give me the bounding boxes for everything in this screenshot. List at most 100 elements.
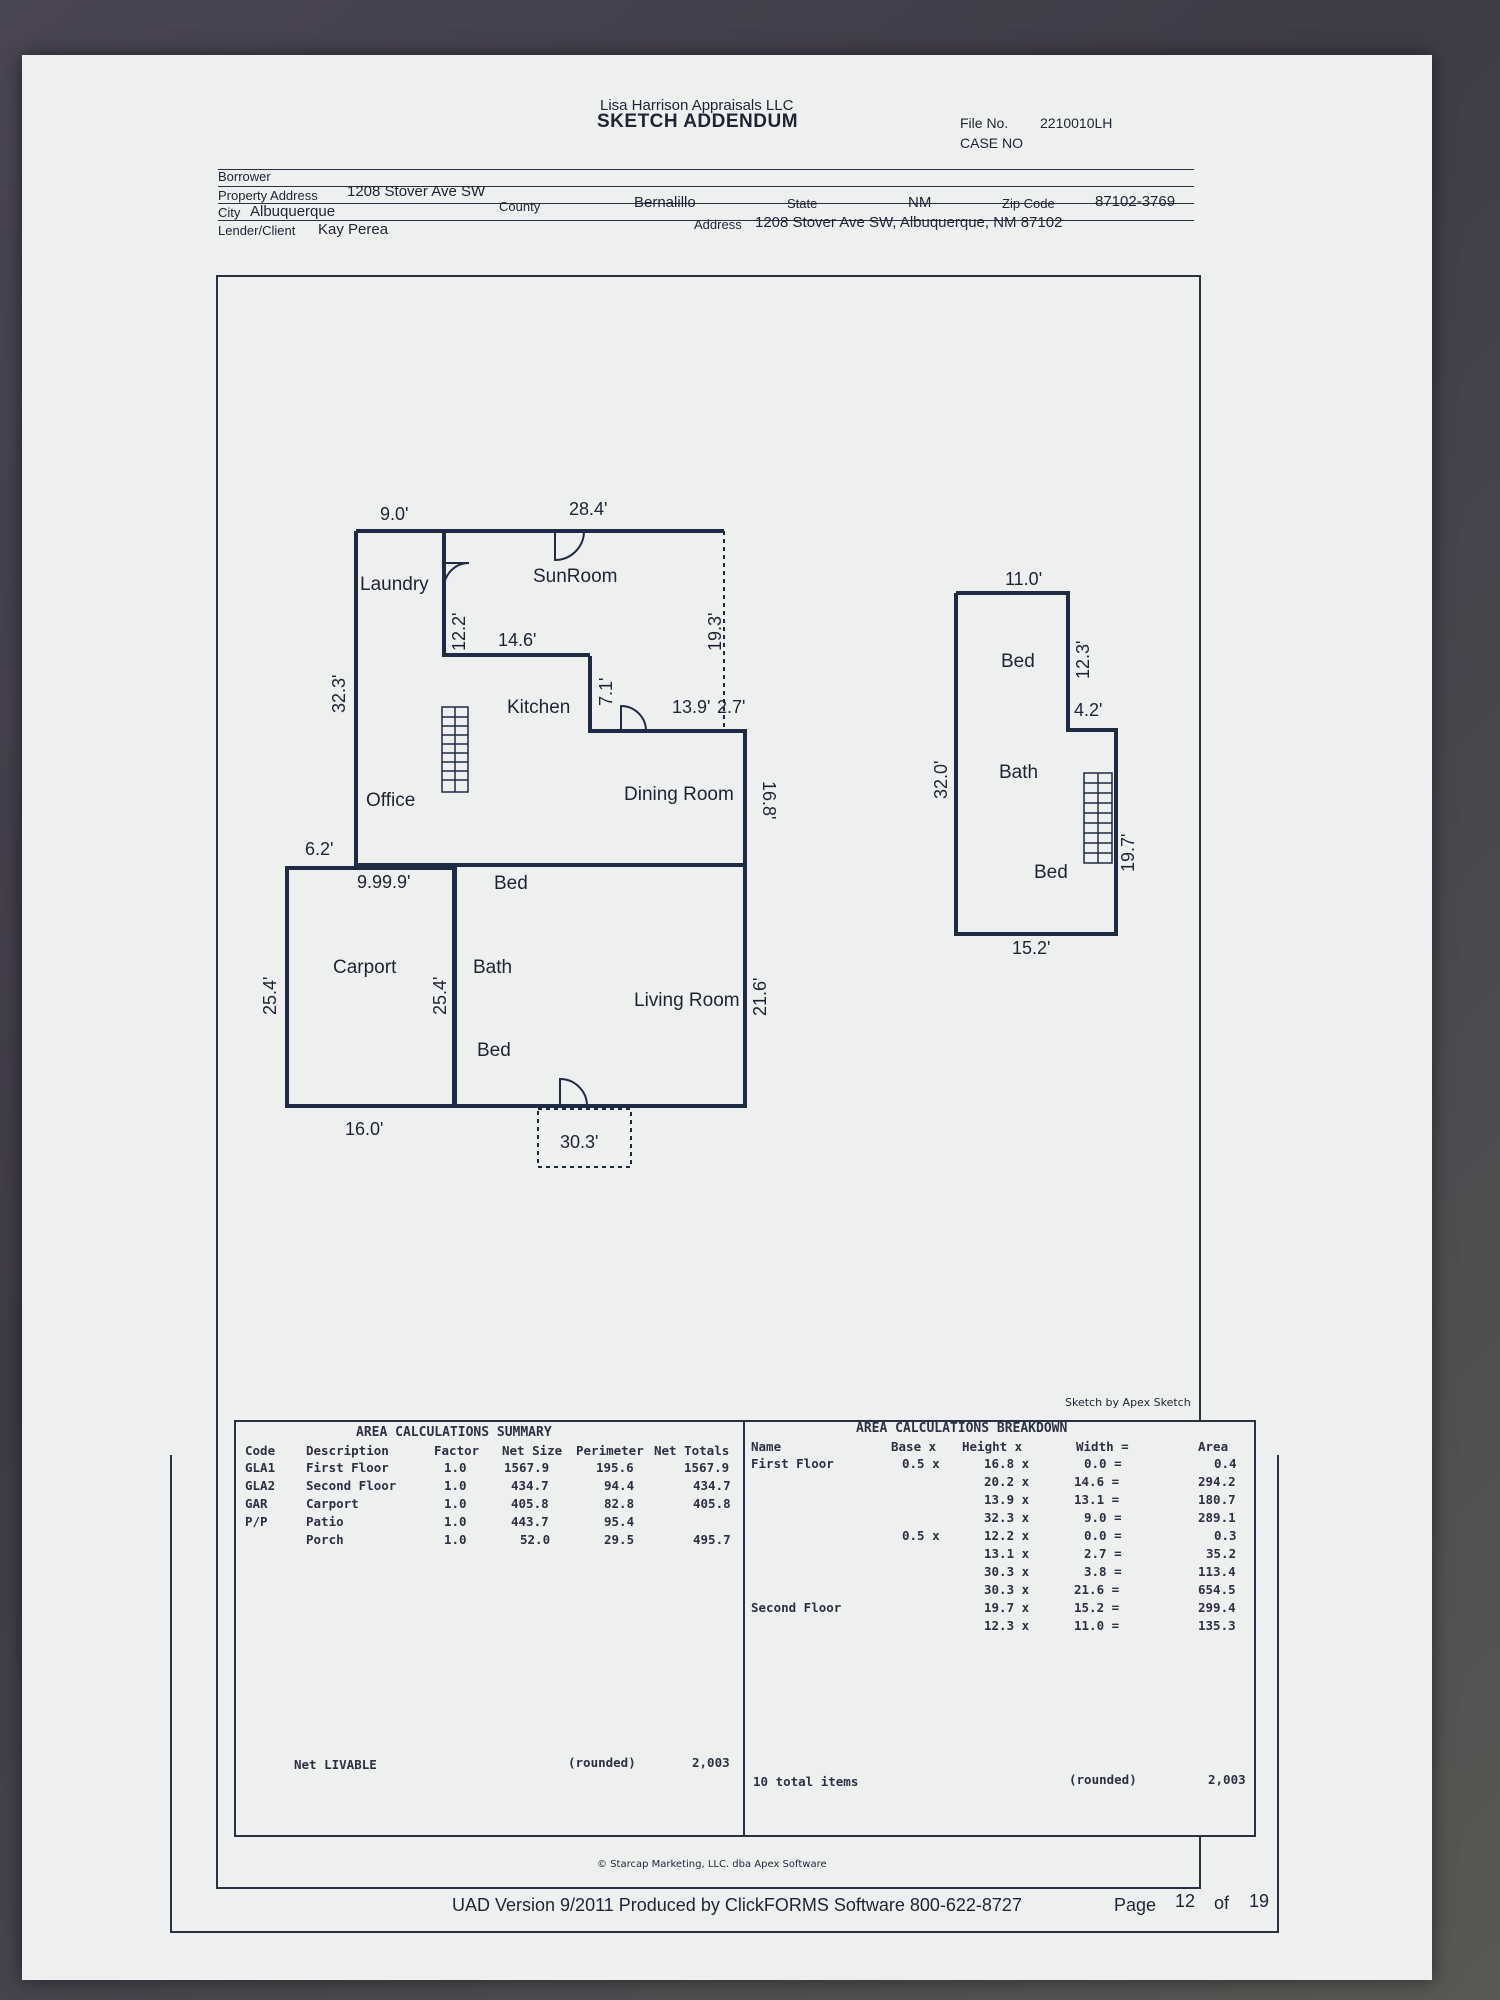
room-bed-2: Bed xyxy=(477,1040,511,1061)
summary-row-factor: 1.0 xyxy=(444,1478,467,1493)
file-no-label: File No. xyxy=(960,115,1009,131)
dim-sf-step: 4.2' xyxy=(1074,700,1102,720)
summary-row-netsize: 52.0 xyxy=(520,1532,551,1547)
zip-label: Zip Code xyxy=(1002,196,1055,211)
county-label: County xyxy=(499,199,541,214)
breakdown-row-height: 30.3 x xyxy=(984,1582,1030,1597)
dim-left-wall: 32.3' xyxy=(329,675,349,713)
breakdown-row-height: 13.9 x xyxy=(984,1492,1030,1507)
breakdown-row-name: Second Floor xyxy=(751,1600,842,1615)
address-label: Address xyxy=(694,217,742,232)
breakdown-row-width: 21.6 = xyxy=(1074,1582,1120,1597)
summary-header-netsize: Net Size xyxy=(502,1443,563,1458)
dim-sf-right: 19.7' xyxy=(1118,834,1138,872)
sketch-frame xyxy=(216,275,1201,1889)
summary-row-perimeter: 94.4 xyxy=(604,1478,635,1493)
breakdown-header-base: Base x xyxy=(891,1439,937,1454)
dim-sf-left: 32.0' xyxy=(931,761,951,799)
summary-row-code: GAR xyxy=(245,1496,268,1511)
net-livable-total: 2,003 xyxy=(692,1755,730,1770)
dim-laundry: 12.2' xyxy=(449,613,469,651)
net-livable-label: Net LIVABLE xyxy=(294,1757,377,1772)
breakdown-header-height: Height x xyxy=(962,1439,1023,1454)
dim-dining-side: 16.8' xyxy=(759,781,779,819)
room-sunroom: SunRoom xyxy=(533,566,618,587)
dim-step: 2.7' xyxy=(717,697,745,717)
state-label: State xyxy=(787,196,818,211)
breakdown-total: 2,003 xyxy=(1208,1772,1246,1787)
total-pages: 19 xyxy=(1249,1891,1270,1911)
dim-sf-bottom: 15.2' xyxy=(1012,938,1050,958)
room-office: Office xyxy=(366,790,415,811)
stairs-second xyxy=(1083,772,1113,864)
door-front xyxy=(559,1077,588,1107)
breakdown-row-width: 2.7 = xyxy=(1084,1546,1122,1561)
second-floor-outline xyxy=(954,591,1118,936)
porch-outline xyxy=(537,1108,632,1168)
breakdown-row-height: 13.1 x xyxy=(984,1546,1030,1561)
county-value: Bernalillo xyxy=(634,194,696,211)
breakdown-row-width: 11.0 = xyxy=(1074,1618,1120,1633)
summary-row-nettotal: 434.7 xyxy=(693,1478,731,1493)
dim-sunroom-side: 19.3' xyxy=(705,613,725,651)
sketch-addendum-page: Lisa Harrison Appraisals LLC SKETCH ADDE… xyxy=(22,55,1432,1980)
lender-label: Lender/Client xyxy=(218,223,296,238)
room-bed-3: Bed xyxy=(1001,651,1035,672)
summary-title: AREA CALCULATIONS SUMMARY xyxy=(356,1425,552,1440)
page-number: 12 xyxy=(1175,1891,1196,1911)
dim-carport-bottom: 16.0' xyxy=(345,1119,383,1139)
summary-header-perimeter: Perimeter xyxy=(576,1443,644,1458)
summary-header-factor: Factor xyxy=(434,1443,480,1458)
room-living: Living Room xyxy=(634,990,740,1011)
outer-frame xyxy=(170,1455,1279,1933)
summary-row-description: First Floor xyxy=(306,1460,389,1475)
company-name: Lisa Harrison Appraisals LLC xyxy=(600,97,794,114)
room-bed-1: Bed xyxy=(494,873,528,894)
breakdown-row-area: 180.7 xyxy=(1198,1492,1236,1507)
rule-4 xyxy=(218,220,1194,221)
breakdown-row-width: 13.1 = xyxy=(1074,1492,1120,1507)
room-laundry: Laundry xyxy=(360,574,429,595)
dim-sf-step-side: 12.3' xyxy=(1073,641,1093,679)
dim-carport-left: 25.4' xyxy=(260,977,280,1015)
sketch-credit: Sketch by Apex Sketch xyxy=(1065,1396,1191,1409)
room-bed-4: Bed xyxy=(1034,862,1068,883)
breakdown-header-width: Width = xyxy=(1076,1439,1129,1454)
file-no-value: 2210010LH xyxy=(1040,115,1113,131)
summary-header-code: Code xyxy=(245,1443,276,1458)
breakdown-row-name: First Floor xyxy=(751,1456,834,1471)
zip-value: 87102-3769 xyxy=(1095,193,1176,210)
dim-carport-top: 9.99.9' xyxy=(357,872,410,892)
table-divider xyxy=(743,1422,745,1835)
summary-row-factor: 1.0 xyxy=(444,1496,467,1511)
state-value: NM xyxy=(908,194,932,211)
rule-2 xyxy=(218,186,1194,187)
summary-rounded-label: (rounded) xyxy=(568,1755,636,1770)
room-dining: Dining Room xyxy=(624,784,734,805)
breakdown-items-count: 10 total items xyxy=(753,1774,859,1789)
breakdown-row-height: 12.3 x xyxy=(984,1618,1030,1633)
address-value: 1208 Stover Ave SW, Albuquerque, NM 8710… xyxy=(755,214,1063,231)
house-right-wall xyxy=(588,656,747,865)
breakdown-row-area: 294.2 xyxy=(1198,1474,1236,1489)
floor-plan: Laundry SunRoom Kitchen Office Dining Ro… xyxy=(260,499,1138,1168)
dim-kitchen-top: 14.6' xyxy=(498,630,536,650)
door-sunroom xyxy=(554,530,585,562)
summary-row-description: Carport xyxy=(306,1496,359,1511)
dim-dining-top: 13.9' xyxy=(672,697,710,717)
summary-row-nettotal: 405.8 xyxy=(693,1496,731,1511)
room-kitchen: Kitchen xyxy=(507,697,570,718)
carport-outline xyxy=(285,866,457,1108)
breakdown-row-height: 19.7 x xyxy=(984,1600,1030,1615)
summary-header-description: Description xyxy=(306,1443,389,1458)
breakdown-row-width: 0.0 = xyxy=(1084,1528,1122,1543)
summary-row-perimeter: 195.6 xyxy=(596,1460,634,1475)
interior-laundry-wall xyxy=(442,531,590,657)
summary-row-nettotal: 495.7 xyxy=(693,1532,731,1547)
breakdown-row-height: 12.2 x xyxy=(984,1528,1030,1543)
breakdown-row-width: 14.6 = xyxy=(1074,1474,1120,1489)
breakdown-row-area: 654.5 xyxy=(1198,1582,1236,1597)
stairs-main xyxy=(441,706,469,793)
summary-row-code: GLA1 xyxy=(245,1460,276,1475)
door-laundry xyxy=(443,562,470,589)
